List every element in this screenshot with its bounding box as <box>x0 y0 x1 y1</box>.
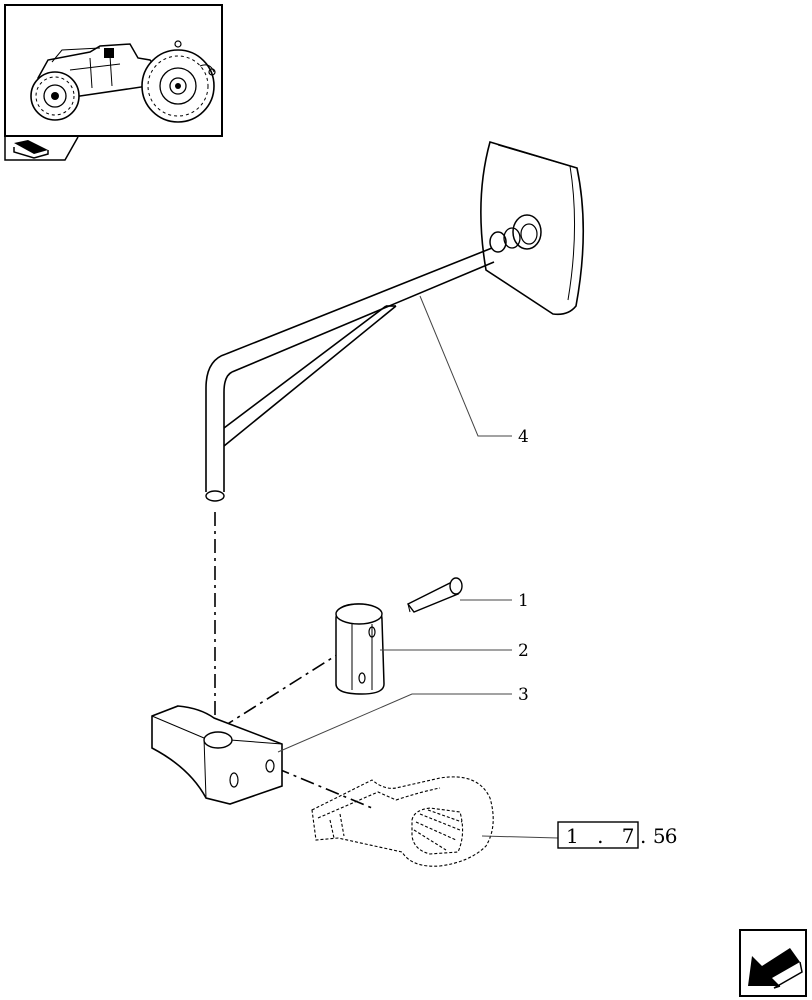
leader-3 <box>277 693 512 753</box>
ghost-clamp-hatch <box>411 807 464 855</box>
callout-3: 3 <box>518 685 529 705</box>
leader-4 <box>419 295 512 437</box>
bushing-part <box>335 603 385 695</box>
callout-4: 4 <box>518 427 529 447</box>
reference-link[interactable]: 1 . 7 5 . 6 <box>557 821 683 849</box>
book-icon <box>13 140 49 159</box>
ghost-clamp-part <box>311 776 494 867</box>
tractor-thumbnail <box>4 4 223 137</box>
nav-back-button[interactable] <box>739 929 807 997</box>
axis-line-clamp <box>275 767 373 809</box>
book-tab <box>4 136 79 161</box>
callout-2: 2 <box>518 641 529 661</box>
bracket-part <box>151 705 283 805</box>
reference-box-digits: 1 . 7 5 <box>566 824 672 848</box>
bolt-part <box>406 577 463 613</box>
mirror-assembly <box>205 140 585 502</box>
tractor-icon <box>30 40 216 123</box>
callout-1: 1 <box>518 591 529 611</box>
leader-ref <box>481 835 559 839</box>
arrow-back-icon <box>748 948 803 989</box>
reference-suffix: . 6 <box>640 824 683 848</box>
